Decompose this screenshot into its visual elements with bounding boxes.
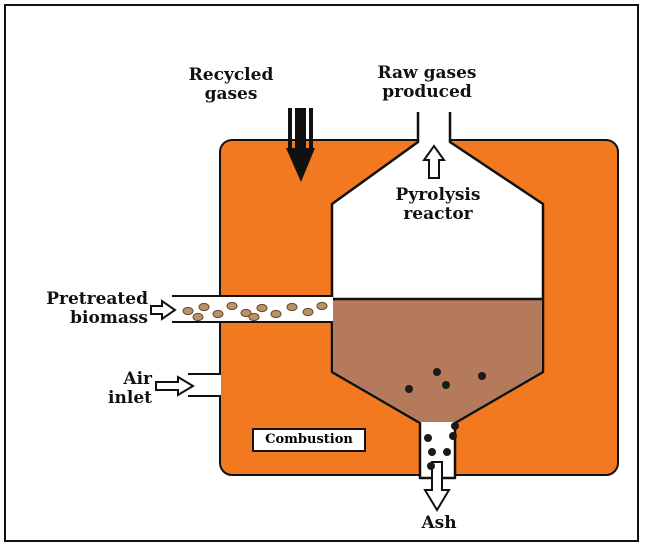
biomass-bed: [333, 300, 542, 422]
char-particle: [433, 368, 441, 376]
biomass-pellet: [240, 308, 252, 318]
char-particle: [449, 432, 457, 440]
biomass-pellet: [256, 303, 268, 313]
char-particle: [427, 462, 435, 470]
biomass-pellet: [212, 309, 224, 319]
recycled-gases-arrow: [286, 108, 315, 182]
char-particle: [478, 372, 486, 380]
char-particle: [405, 385, 413, 393]
biomass-pellet: [226, 301, 238, 311]
biomass-input-arrow: [150, 299, 177, 321]
figure-frame: [4, 4, 639, 542]
char-particle: [443, 448, 451, 456]
biomass-pellet: [248, 312, 260, 322]
char-particle: [428, 448, 436, 456]
biomass-pellet: [286, 302, 298, 312]
biomass-pellet: [316, 301, 328, 311]
biomass-pellets: [182, 301, 328, 322]
char-particle: [424, 434, 432, 442]
ash-label: Ash: [421, 513, 457, 533]
ash-output-arrow: [423, 461, 451, 512]
air-inlet-pipe: [188, 374, 221, 396]
raw-gases-up-arrow: [422, 144, 446, 179]
biomass-pellet: [182, 306, 194, 316]
char-particle: [451, 422, 459, 430]
biomass-pellet: [270, 309, 282, 319]
biomass-pellet: [302, 307, 314, 317]
char-particles: [405, 368, 486, 470]
biomass-pellet: [198, 302, 210, 312]
biomass-pellet: [192, 312, 204, 322]
char-particle: [442, 381, 450, 389]
combustion-label: Combustion: [252, 428, 366, 452]
air-input-arrow: [155, 375, 195, 397]
